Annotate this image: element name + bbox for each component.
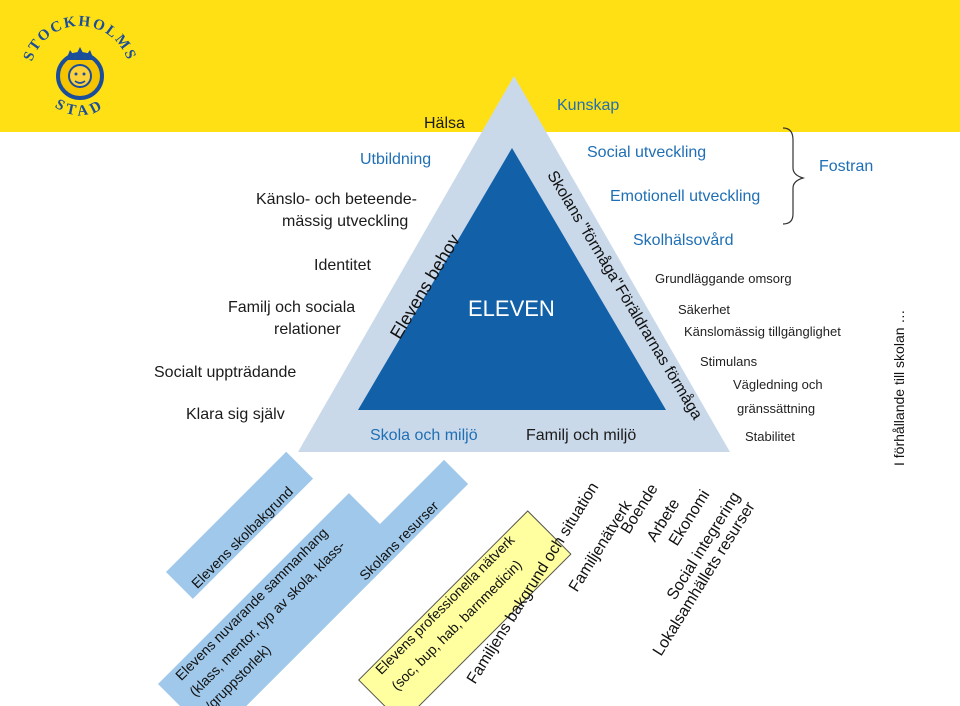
logo-text-bottom: STAD	[52, 96, 103, 119]
base-right-label: Familj och miljö	[526, 427, 637, 444]
school-skolhalsovard: Skolhälsovård	[633, 232, 734, 249]
svg-text:STAD: STAD	[52, 96, 107, 119]
need-identitet: Identitet	[314, 257, 371, 274]
need-kanslo-line1: Känslo- och beteende-	[256, 191, 417, 208]
need-familj-line1: Familj och sociala	[228, 299, 356, 316]
base-left-label: Skola och miljö	[370, 427, 478, 444]
school-kunskap: Kunskap	[557, 97, 620, 114]
need-kanslo-line2: mässig utveckling	[282, 213, 409, 230]
need-halsa: Hälsa	[424, 115, 465, 132]
parent-vagledning-line2: gränssättning	[737, 401, 816, 416]
parent-stabilitet: Stabilitet	[745, 429, 795, 444]
need-utbildning: Utbildning	[360, 151, 432, 168]
parent-vagledning-line1: Vägledning och	[733, 377, 823, 392]
need-familj-line2: relationer	[274, 321, 341, 338]
parent-stimulans: Stimulans	[700, 354, 758, 369]
school-fostran: Fostran	[819, 158, 874, 175]
parent-grund: Grundläggande omsorg	[655, 271, 792, 286]
header-band	[0, 0, 960, 132]
center-label: ELEVEN	[468, 296, 555, 321]
parent-kanslomassig: Känslomässig tillgänglighet	[684, 324, 841, 339]
school-emotionell: Emotionell utveckling	[610, 188, 761, 205]
parent-sakerhet: Säkerhet	[678, 302, 731, 317]
need-socialt: Socialt uppträdande	[154, 364, 297, 381]
crowned-head-seal-icon	[56, 47, 104, 100]
need-klara: Klara sig själv	[186, 406, 285, 423]
sidebar-vertical-text: I förhållande till skolan …	[891, 309, 907, 466]
fostran-brace	[782, 127, 806, 225]
school-social: Social utveckling	[587, 144, 707, 161]
inner-triangle	[358, 148, 666, 410]
stockholms-stad-logo: STOCKHOLMS STAD	[21, 14, 138, 120]
